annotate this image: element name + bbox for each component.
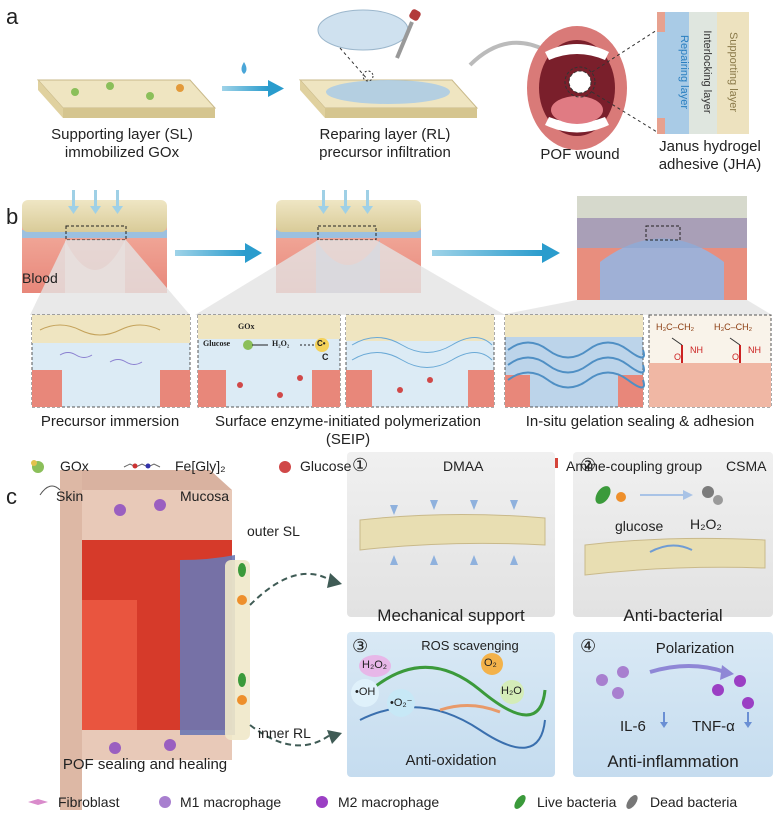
caption-in-situ: In-situ gelation sealing & adhesion [525, 413, 755, 430]
arrow-b2 [432, 243, 560, 263]
box-4-tnf: TNF-α [692, 718, 735, 735]
o-text-2: O [732, 352, 740, 362]
step-4-caption: Janus hydrogel adhesive (JHA) [645, 138, 775, 174]
step-4-line2: adhesive (JHA) [658, 156, 762, 173]
legend-amine: Amine-coupling group [566, 458, 703, 474]
pipette-icon [395, 9, 421, 59]
box-mechanical-support [347, 452, 555, 617]
droplet-icon [241, 62, 247, 74]
caption-seip: Surface enzyme-initiated polymerization [215, 413, 481, 430]
inset-box-5 [648, 314, 772, 408]
box-3-h2o2: H₂O₂ [362, 659, 388, 671]
press-arrows-2 [318, 190, 373, 214]
arrow-a2 [468, 40, 546, 67]
box-3-oh: •OH [355, 686, 376, 698]
inset-box-4 [504, 314, 645, 408]
outer-sl-label: outer SL [247, 523, 300, 539]
box-2-h2o2: H₂O₂ [690, 516, 722, 532]
step-3-caption: POF wound [520, 146, 640, 164]
arrow-inner-rl [249, 724, 331, 747]
box-3-o2: O₂ [484, 657, 497, 669]
box-3-number: ③ [352, 636, 369, 656]
box-2-glucose: glucose [615, 518, 664, 534]
box-3-title: Anti-oxidation [405, 752, 497, 769]
legend-m2: M2 macrophage [338, 794, 440, 810]
legend-gox: GOx [60, 458, 89, 474]
box-anti-bacterial [573, 452, 773, 617]
box-anti-inflammation [573, 632, 773, 777]
legend-feg: Fe[Gly]₂ [175, 458, 226, 474]
pof-caption: POF sealing and healing [62, 756, 228, 773]
box-2-number: ② [580, 455, 597, 475]
legend-csma: CSMA [726, 458, 767, 474]
blood-label: Blood [22, 270, 58, 286]
nh-text-2: NH [748, 345, 761, 355]
box-4-title: Anti-inflammation [607, 752, 739, 771]
box-2-title: Anti-bacterial [623, 606, 723, 625]
panel-letter-b: b [6, 204, 19, 229]
skin-pointer [39, 485, 61, 496]
box-3-top: ROS scavenging [421, 638, 519, 653]
caption-seip-abbr: (SEIP) [325, 431, 371, 448]
inset-box-2 [197, 314, 341, 408]
step-3-line1: POF wound [540, 146, 620, 163]
mouth-illustration [527, 26, 627, 150]
box-4-il6: IL-6 [620, 718, 646, 735]
step-2-line1: Reparing layer (RL) [319, 126, 451, 143]
box-anti-oxidation [347, 632, 555, 777]
step-2-line2: precursor infiltration [319, 144, 451, 161]
legend-fibroblast: Fibroblast [58, 794, 120, 810]
repairing-layer-slab [298, 79, 479, 118]
nh-text-1: NH [690, 345, 703, 355]
panel-letter-c: c [6, 484, 17, 509]
o-text-1: O [674, 352, 682, 362]
arrow-a1 [222, 80, 284, 97]
step-2-caption: Reparing layer (RL) precursor infiltrati… [285, 126, 485, 162]
legend-live-bacteria: Live bacteria [537, 794, 617, 810]
mucosa-label: Mucosa [180, 488, 230, 504]
step-1-line1: Supporting layer (SL) [51, 126, 193, 143]
tissue-block-3 [577, 196, 747, 300]
precursor-bubble [317, 9, 409, 51]
legend-glucose: Glucose [300, 458, 352, 474]
interlocking-layer-label: Interlocking layer [701, 30, 713, 114]
ch3-text-2: H₃C–CH₂ [714, 322, 753, 332]
ch3-text-1: H₃C–CH₂ [656, 322, 695, 332]
arrow-outer-sl [249, 572, 331, 606]
c-text: C [322, 352, 329, 362]
supporting-layer-label: Supporting layer [727, 31, 739, 113]
step-1-caption: Supporting layer (SL) immobilized GOx [22, 126, 222, 162]
box-1-title: Mechanical support [377, 606, 525, 625]
inset-box-3 [345, 314, 495, 408]
press-arrows-1 [68, 190, 123, 214]
repairing-layer-label: Repairing layer [678, 35, 690, 109]
gox-text: GOx [238, 322, 255, 331]
box-4-number: ④ [580, 636, 597, 656]
box-1-number: ① [352, 455, 369, 475]
legend-c-icons [28, 795, 638, 809]
caption-precursor-immersion: Precursor immersion [40, 413, 180, 430]
legend-m1: M1 macrophage [180, 794, 282, 810]
box-3-h2o: H₂O [501, 685, 522, 697]
box-4-top: Polarization [655, 640, 735, 657]
inner-rl-label: inner RL [258, 725, 311, 741]
step-1-line2: immobilized GOx [64, 144, 180, 161]
janus-layer-rect [657, 12, 749, 134]
supporting-layer-slab [36, 79, 217, 118]
glucose-text: Glucose [203, 339, 231, 348]
step-4-line1: Janus hydrogel [659, 138, 761, 155]
inset-box-1 [31, 314, 191, 408]
box-3-o2-radical: •O₂⁻ [390, 697, 413, 709]
legend-dmaa: DMAA [443, 458, 484, 474]
skin-label: Skin [56, 488, 84, 504]
h2o2-text: H₂O₂ [272, 339, 290, 348]
c-radical-text: C• [317, 339, 326, 348]
tissue-cube [60, 470, 250, 810]
panel-letter-a: a [6, 4, 19, 29]
legend-dead-bacteria: Dead bacteria [650, 794, 738, 810]
arrow-b1 [175, 243, 262, 263]
